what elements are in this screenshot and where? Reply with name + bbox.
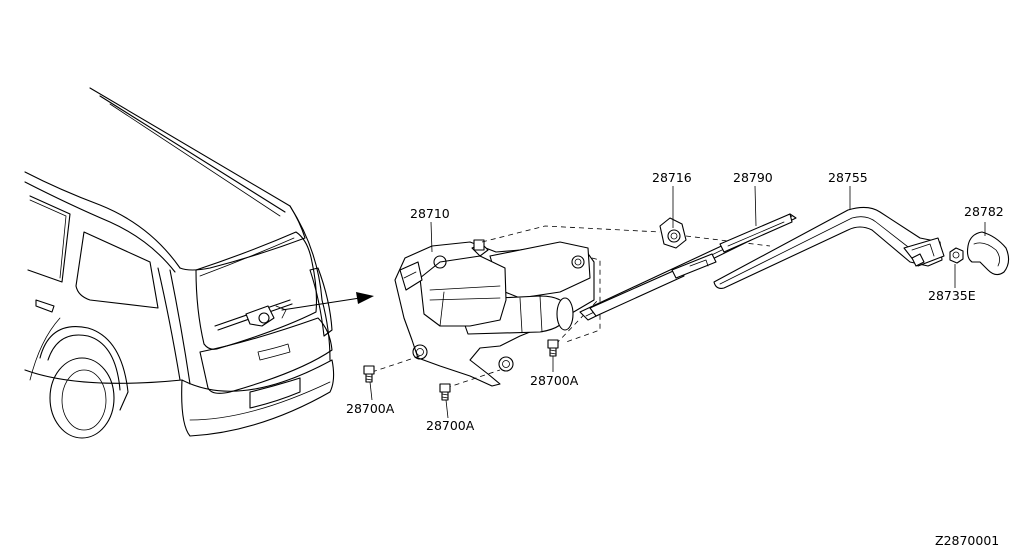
- bolt-right: [547, 339, 559, 357]
- label-28790: 28790: [733, 170, 773, 185]
- wiper-motor-assembly: [371, 225, 661, 389]
- nut: [949, 247, 964, 264]
- bolt-center: [439, 383, 451, 401]
- pivot-cap: [659, 217, 771, 249]
- leader-lines: [369, 185, 986, 419]
- label-28700A-right: 28700A: [530, 373, 579, 388]
- label-28716: 28716: [652, 170, 692, 185]
- label-28755: 28755: [828, 170, 868, 185]
- label-28710: 28710: [410, 206, 450, 221]
- label-28700A-center: 28700A: [426, 418, 475, 433]
- arm-cover: [966, 231, 1010, 276]
- diagram-code: Z2870001: [935, 533, 999, 548]
- label-28735E: 28735E: [928, 288, 976, 303]
- wiper-blade: [579, 213, 797, 321]
- label-28700A-left: 28700A: [346, 401, 395, 416]
- vehicle-illustration: [24, 87, 374, 439]
- bolt-left: [363, 365, 375, 383]
- wiper-arm: [713, 206, 945, 289]
- label-28782: 28782: [964, 204, 1004, 219]
